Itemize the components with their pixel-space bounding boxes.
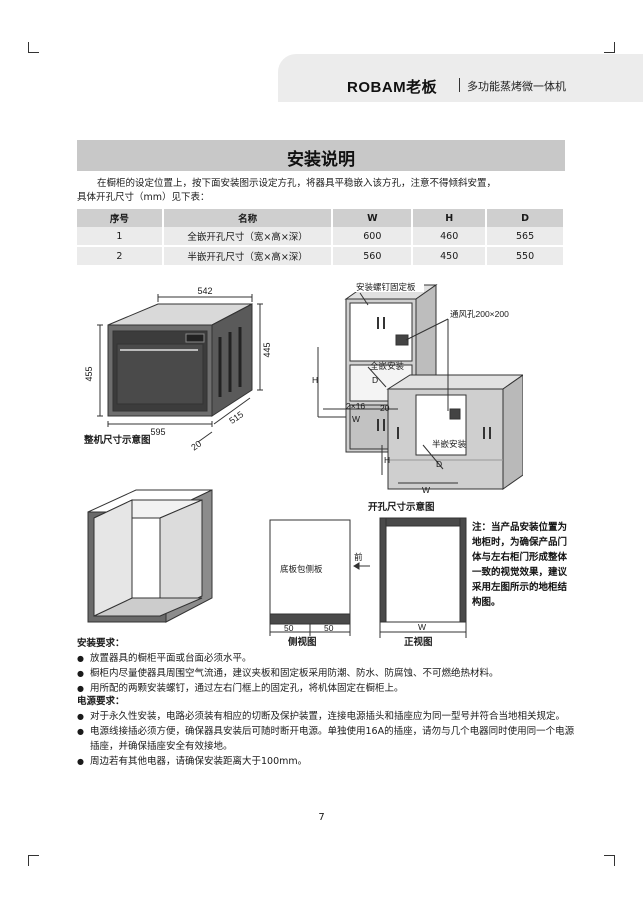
dim-offset: 20 xyxy=(189,439,203,452)
side-view-dim-left: 50 xyxy=(284,623,294,633)
page-number: 7 xyxy=(318,812,325,823)
section-title-bar: 安装说明 xyxy=(77,140,565,171)
table-row: 1 全嵌开孔尺寸（宽×高×深） 600 460 565 xyxy=(77,227,565,247)
table-cell: 550 xyxy=(486,246,565,265)
spec-header-cell: D xyxy=(486,209,565,227)
label-offset-20: 20 xyxy=(380,403,390,413)
spec-table: 序号 名称 W H D 1 全嵌开孔尺寸（宽×高×深） 600 460 565 … xyxy=(77,209,565,265)
table-cell: 460 xyxy=(412,227,488,247)
crop-mark-bottom-right xyxy=(604,855,615,866)
dim-width-top: 542 xyxy=(197,286,212,296)
power-requirements-title: 电源要求： xyxy=(77,696,125,707)
table-cell: 全嵌开孔尺寸（宽×高×深） xyxy=(162,227,334,247)
label-depth-lower: D xyxy=(436,459,442,469)
table-cell: 2 xyxy=(77,246,164,265)
table-cell: 560 xyxy=(332,246,414,265)
front-view-dim-w: W xyxy=(418,622,426,632)
list-item: 电源线接插必须方便，确保器具安装后可随时断开电源。单独使用16A的插座，请勿与几… xyxy=(77,724,577,754)
dim-height-left: 455 xyxy=(84,366,94,381)
table-cell: 565 xyxy=(486,227,565,247)
header-band xyxy=(278,54,643,102)
label-half-embed: 半嵌安装 xyxy=(432,439,467,449)
intro-line-2: 具体开孔尺寸（mm）见下表： xyxy=(77,192,210,203)
label-screws: 2×16 xyxy=(346,401,365,411)
header-separator xyxy=(459,78,460,92)
cutout-dimension-diagram: 安装螺钉固定板 通风孔200×200 全嵌安装 半嵌安装 2×16 20 W H… xyxy=(298,277,523,499)
spec-header-cell: H xyxy=(412,209,488,227)
cutout-diagram-caption: 开孔尺寸示意图 xyxy=(368,502,435,513)
unit-diagram-caption: 整机尺寸示意图 xyxy=(84,435,151,446)
crop-mark-top-left xyxy=(28,42,39,53)
intro-line-1: 在橱柜的设定位置上，按下面安装图示设定方孔，将器具平稳嵌入该方孔，注意不得倾斜安… xyxy=(97,178,497,189)
power-requirements: 电源要求： 对于永久性安装，电路必须装有相应的切断及保护装置，连接电源插头和插座… xyxy=(77,694,577,769)
side-view-inner-label: 底板包侧板 xyxy=(280,564,323,574)
label-depth-upper: D xyxy=(372,375,378,385)
cabinet-frame-diagram xyxy=(82,488,217,623)
front-view-diagram: W xyxy=(376,514,468,649)
table-cell: 450 xyxy=(412,246,488,265)
side-view-caption: 侧视图 xyxy=(288,637,317,648)
section-title: 安装说明 xyxy=(287,150,355,170)
spec-header-cell: 名称 xyxy=(162,209,334,227)
side-view-diagram: 底板包侧板 前 50 50 xyxy=(258,514,373,649)
label-width-upper: W xyxy=(352,414,360,424)
list-item: 对于永久性安装，电路必须装有相应的切断及保护装置，连接电源插头和插座应为同一型号… xyxy=(77,709,577,724)
label-height-lower: H xyxy=(384,455,390,465)
spec-header-cell: W xyxy=(332,209,414,227)
crop-mark-bottom-left xyxy=(28,855,39,866)
spec-table-header: 序号 名称 W H D xyxy=(77,209,565,227)
list-item: 放置器具的橱柜平面或台面必须水平。 xyxy=(77,651,577,666)
intro-paragraph: 在橱柜的设定位置上，按下面安装图示设定方孔，将器具平稳嵌入该方孔，注意不得倾斜安… xyxy=(77,177,567,205)
list-item: 橱柜内尽量使器具周围空气流通，建议夹板和固定板采用防潮、防水、防腐蚀、不可燃绝热… xyxy=(77,666,577,681)
table-cell: 半嵌开孔尺寸（宽×高×深） xyxy=(162,246,334,265)
dim-depth: 515 xyxy=(227,409,245,426)
installation-note: 注：当产品安装位置为地柜时，为确保产品门体与左右柜门形成整体一致的视觉效果，建议… xyxy=(472,522,568,608)
label-full-embed: 全嵌安装 xyxy=(370,361,405,371)
brand-logo: ROBAM老板 xyxy=(347,79,438,96)
table-row: 2 半嵌开孔尺寸（宽×高×深） 560 450 550 xyxy=(77,246,565,265)
label-vent-hole: 通风孔200×200 xyxy=(450,309,509,319)
list-item: 用所配的两颗安装螺钉，通过左右门框上的固定孔，将机体固定在橱柜上。 xyxy=(77,681,577,696)
unit-dimension-diagram: 542 455 445 595 515 20 xyxy=(80,282,280,452)
install-requirements-title: 安装要求： xyxy=(77,638,125,649)
label-screw-bracket: 安装螺钉固定板 xyxy=(356,282,416,292)
side-view-dim-right: 50 xyxy=(324,623,334,633)
table-cell: 1 xyxy=(77,227,164,247)
dim-width-bottom: 595 xyxy=(150,427,165,437)
crop-mark-top-right xyxy=(604,42,615,53)
spec-header-cell: 序号 xyxy=(77,209,164,227)
list-item: 周边若有其他电器，请确保安装距离大于100mm。 xyxy=(77,754,577,769)
label-width-lower: W xyxy=(422,485,430,495)
dim-height-right: 445 xyxy=(262,342,272,357)
product-line-title: 多功能蒸烤微一体机 xyxy=(467,80,566,93)
front-view-caption: 正视图 xyxy=(404,637,433,648)
side-view-front-label: 前 xyxy=(354,552,363,562)
table-cell: 600 xyxy=(332,227,414,247)
install-requirements: 安装要求： 放置器具的橱柜平面或台面必须水平。 橱柜内尽量使器具周围空气流通，建… xyxy=(77,636,577,696)
label-height-upper: H xyxy=(312,375,318,385)
